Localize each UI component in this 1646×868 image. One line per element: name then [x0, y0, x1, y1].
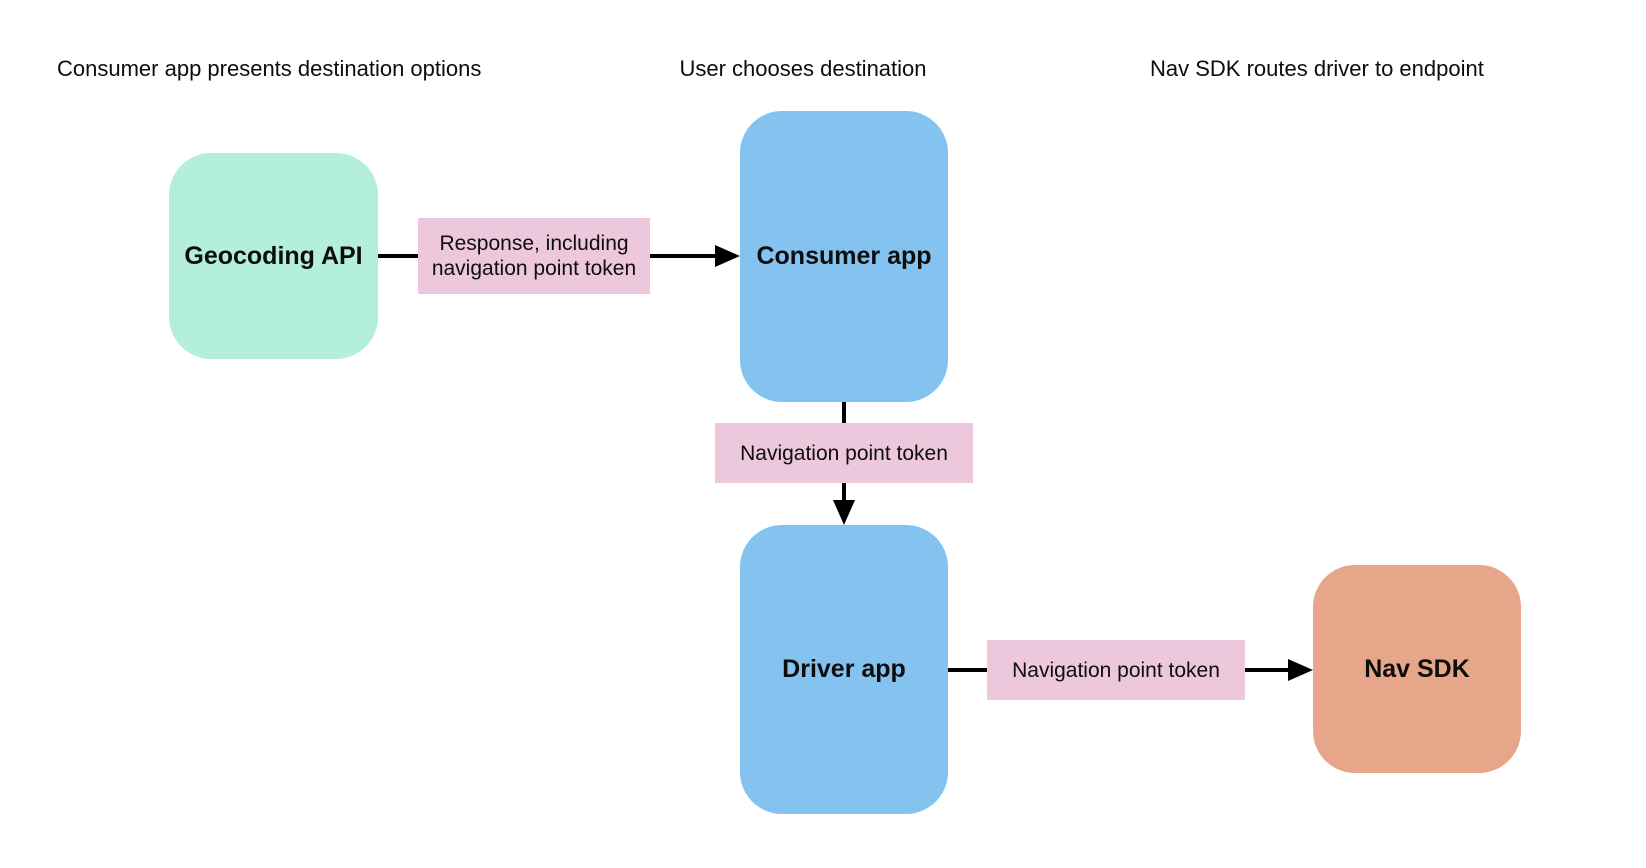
node-geocoding-api: Geocoding API	[169, 153, 378, 359]
node-driver-app: Driver app	[740, 525, 948, 814]
edge-label-response-token: Response, including navigation point tok…	[418, 218, 650, 294]
node-consumer-app: Consumer app	[740, 111, 948, 402]
edge-label-nav-point-token-1: Navigation point token	[715, 423, 973, 483]
edge-label-nav-point-token-2: Navigation point token	[987, 640, 1245, 700]
step-header-2: User chooses destination	[679, 56, 927, 81]
node-driver-app-label: Driver app	[782, 655, 906, 683]
step-header-1: Consumer app presents destination option…	[57, 56, 482, 81]
node-nav-sdk: Nav SDK	[1313, 565, 1521, 773]
node-consumer-app-label: Consumer app	[756, 242, 932, 270]
arrowhead-to-navsdk	[1288, 659, 1313, 681]
node-nav-sdk-label: Nav SDK	[1364, 654, 1470, 683]
step-header-3: Nav SDK routes driver to endpoint	[1150, 56, 1484, 81]
arrowhead-to-consumer	[715, 245, 740, 267]
arrowhead-to-driver	[833, 500, 855, 525]
node-geocoding-api-label: Geocoding API	[184, 241, 363, 270]
